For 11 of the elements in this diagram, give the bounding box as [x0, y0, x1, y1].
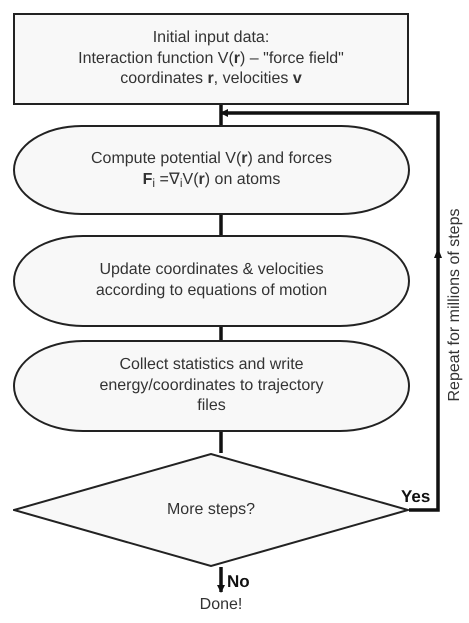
- node-text: Done!: [200, 594, 242, 615]
- side-label: Repeat for millions of steps: [447, 208, 463, 402]
- edge-label: Yes: [401, 488, 430, 505]
- node-text: Compute potential V(r) and forces F$_{i}$ =∇$_{i}$V(r) on atoms: [90, 149, 334, 191]
- node-text: Collect statistics and write energy/coordinates to trajectory files: [98, 354, 325, 416]
- node-text: Initial input data:: [152, 28, 270, 48]
- edge-label: No: [227, 573, 250, 590]
- node-text: Interaction function V(r) – "force field" coordinates r, velocities v: [77, 48, 345, 90]
- input-box: [13, 13, 409, 105]
- node-text: More steps?: [166, 500, 256, 520]
- node-text: Update coordinates & velocities according to equations of motion: [94, 260, 328, 301]
